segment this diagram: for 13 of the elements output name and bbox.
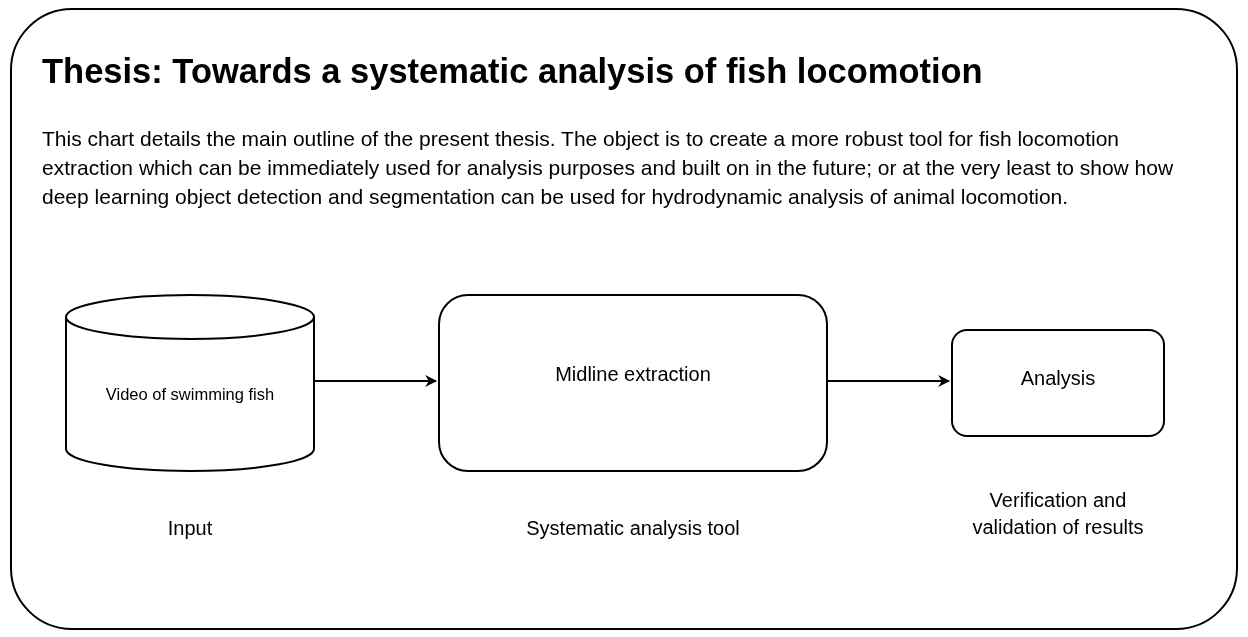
outline-frame <box>10 8 1238 630</box>
caption-text: Verification and validation of results <box>971 488 1145 540</box>
process-box <box>438 294 828 472</box>
arrow <box>312 375 438 387</box>
node-label: Midline extraction <box>555 362 711 386</box>
node-label: Video of swimming fish <box>105 384 275 404</box>
node-label: Analysis <box>1020 366 1096 390</box>
process-box <box>951 329 1165 437</box>
database-cylinder <box>65 294 315 472</box>
heading-text: Thesis: Towards a systematic analysis of fish locomotion <box>42 52 983 91</box>
caption-text: Systematic analysis tool <box>525 516 741 541</box>
caption-text: Input <box>166 516 214 541</box>
description-paragraph: This chart details the main outline of the present thesis. The object is to create a more robust tool for fish locomotion extraction which can be immediately used for analysis purposes and built on in the future; or at the very least to show how deep learning object detection and segmentation can be used for hydrodynamic analysis of animal locomotion. <box>42 126 1175 210</box>
